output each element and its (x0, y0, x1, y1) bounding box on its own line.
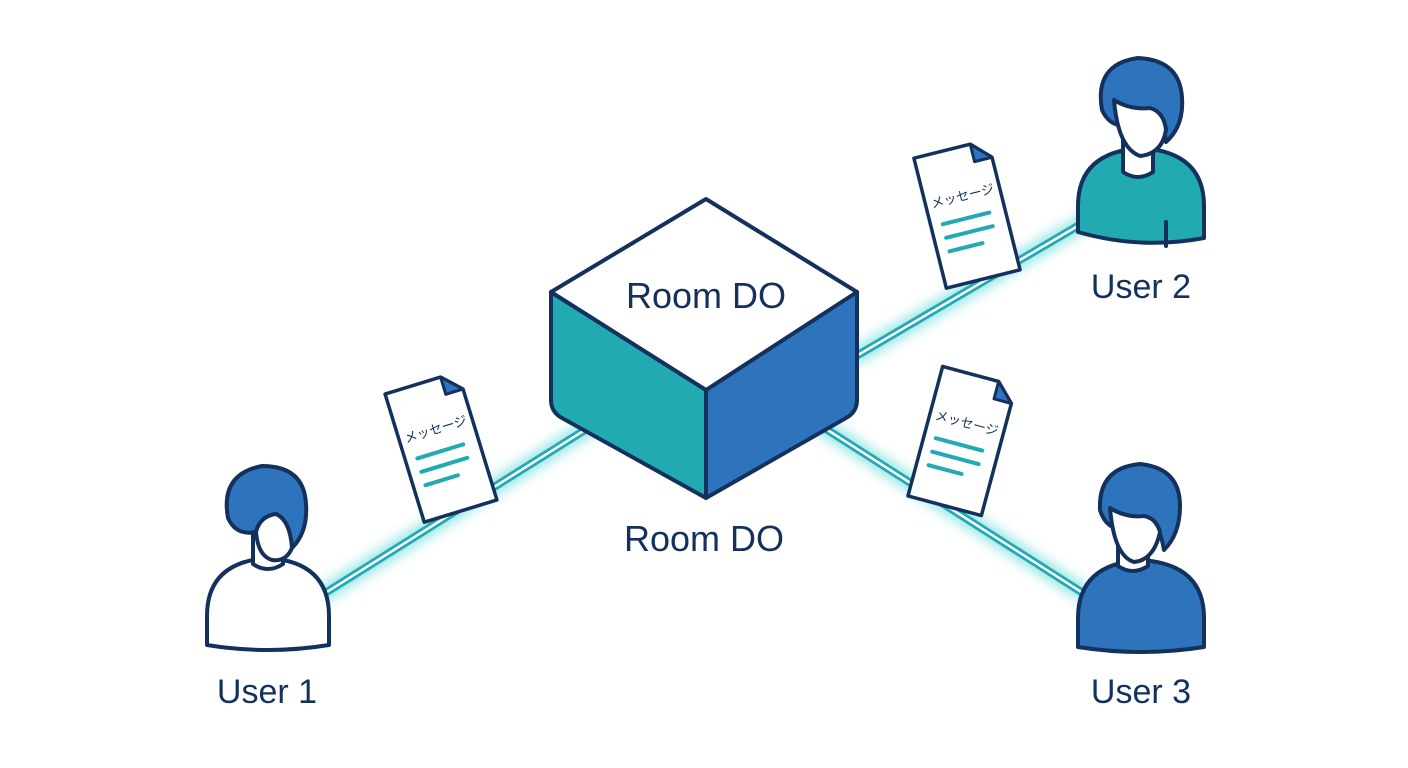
person-icon (1076, 462, 1206, 654)
user-1-label: User 1 (217, 673, 317, 711)
message-document-2: メッセージ (912, 142, 1022, 290)
room-do-cube-icon (549, 197, 859, 500)
user-2-avatar (1076, 56, 1206, 248)
cube-left-face (549, 290, 708, 500)
room-do-bottom-label: Room DO (624, 518, 784, 559)
message-document-3: メッセージ (906, 364, 1014, 518)
message-document-1: メッセージ (383, 375, 499, 524)
user-1-face (254, 512, 294, 563)
user-1-body (205, 556, 331, 652)
cube-top-face (549, 197, 859, 392)
user-1-avatar (205, 464, 331, 652)
user-3-label: User 3 (1091, 673, 1191, 711)
user-2-face (1112, 98, 1168, 158)
person-icon (1076, 56, 1206, 248)
document-icon (912, 142, 1022, 290)
user-2-body (1076, 146, 1206, 245)
document-icon (906, 364, 1014, 518)
cube-right-face (704, 290, 859, 500)
person-icon (205, 464, 331, 652)
user-3-face (1108, 506, 1162, 564)
connection-user-2 (850, 212, 1096, 363)
room-do-top-label: Room DO (626, 275, 786, 316)
user-2-label: User 2 (1091, 268, 1191, 306)
user-3-body (1076, 558, 1206, 654)
user-3-avatar (1076, 462, 1206, 654)
document-icon (383, 375, 499, 524)
